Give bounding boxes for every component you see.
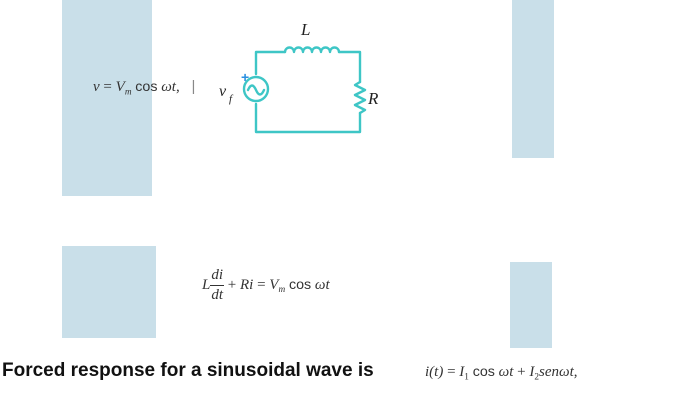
diff-eq-numerator: di [210,268,225,286]
diff-eq-L: L [202,276,211,293]
wire-top-left [254,50,287,76]
resp-eq-func-sen: sen [539,364,560,380]
resistor-zigzag [353,80,367,115]
diff-eq-denominator: dt [211,287,224,303]
eq-trailing-comma: , [175,79,180,95]
source-polarity-plus: + [241,69,249,85]
forced-response-equation: i(t) = I1 cos ωt + I2senωt, [425,364,578,382]
background-bar-left-top [62,0,152,196]
diff-eq-Ri: Ri [239,276,254,293]
resp-eq-arg1: ωt [498,364,514,380]
diff-eq-amplitude-sub: m [278,285,286,296]
eq-func-cos: cos [135,79,158,95]
forced-response-caption: Forced response for a sinusoidal wave is [2,360,374,381]
diff-eq-equals: = [257,276,266,293]
ac-source-circle [242,75,270,103]
eq-arg: ωt [161,79,176,95]
diff-eq-amplitude: V [269,276,279,293]
diff-eq-func-cos: cos [288,276,312,293]
resp-eq-sub2: 2 [534,372,540,383]
resp-eq-equals: = [447,364,456,380]
resp-eq-plus: + [517,364,526,380]
background-bar-left-bottom [62,246,156,338]
wire-top-right [337,50,362,84]
source-voltage-equation: v = Vm cos ωt, | [93,78,195,97]
ac-source-sine [246,84,266,96]
eq-lhs-v: v [93,79,100,95]
background-bar-right-top [512,0,554,158]
resp-eq-I2: I [529,364,535,380]
eq-bar: | [191,78,196,95]
inductor-label: L [300,20,310,39]
source-label-subscript: f [229,93,234,105]
resp-eq-lhs: i(t) [425,364,444,380]
resp-eq-sub1: 1 [464,372,469,383]
eq-amplitude: V [115,79,125,95]
resp-eq-trailing-comma: , [573,364,578,380]
resp-eq-I1: I [459,364,465,380]
background-bar-right-bottom [510,262,552,348]
eq-equals: = [103,79,112,95]
eq-amplitude-sub: m [124,87,132,98]
wire-bottom [254,102,362,134]
resp-eq-func-cos: cos [472,364,495,380]
resp-eq-arg2: ωt [559,364,574,380]
source-label: v [219,83,227,100]
diff-eq-arg: ωt [314,276,330,293]
diff-eq-plus: + [227,276,237,293]
resistor-label: R [367,89,379,108]
inductor-coil [283,46,341,54]
